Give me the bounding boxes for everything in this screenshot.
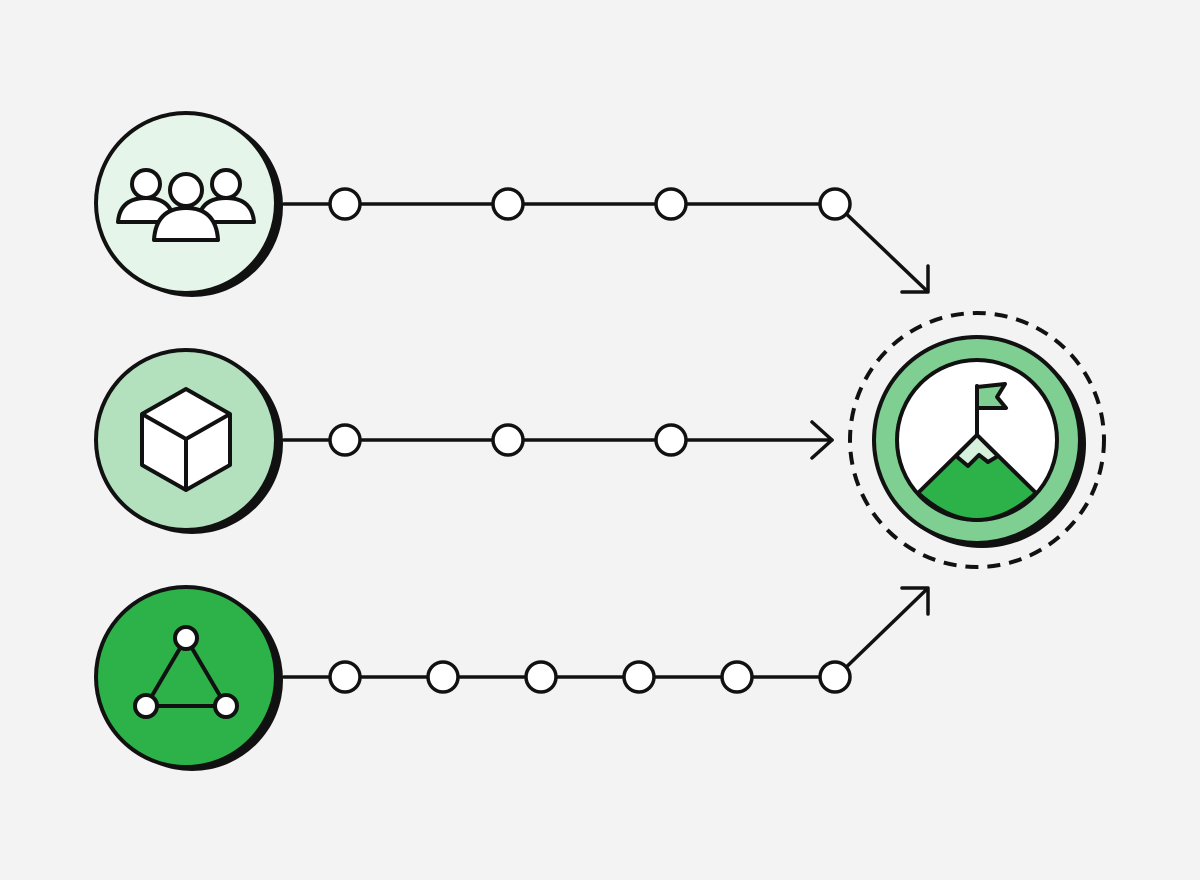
step-node [654, 423, 688, 457]
arrowhead-2 [810, 420, 834, 460]
goal-node [848, 311, 1106, 569]
step-node [622, 660, 656, 694]
connection-paths [282, 202, 930, 679]
step-node [720, 660, 754, 694]
step-node [328, 660, 362, 694]
source-circle-3 [94, 585, 278, 769]
step-node [328, 187, 362, 221]
step-node [818, 660, 852, 694]
step-node [524, 660, 558, 694]
step-node [818, 187, 852, 221]
goal-dashed-ring [848, 311, 1106, 569]
cube-icon [140, 387, 232, 492]
step-node [654, 187, 688, 221]
people-group-icon [116, 168, 256, 242]
source-node-people [94, 111, 283, 297]
source-node-network [94, 585, 283, 771]
arrowhead-3 [900, 586, 930, 616]
source-node-cube [94, 348, 283, 534]
step-nodes [328, 187, 852, 694]
step-node [491, 187, 525, 221]
arrowhead-1 [900, 264, 930, 294]
triangle-network-icon [133, 625, 239, 719]
step-node [426, 660, 460, 694]
mountain-flag-icon [916, 382, 1038, 522]
step-node [491, 423, 525, 457]
step-node [328, 423, 362, 457]
